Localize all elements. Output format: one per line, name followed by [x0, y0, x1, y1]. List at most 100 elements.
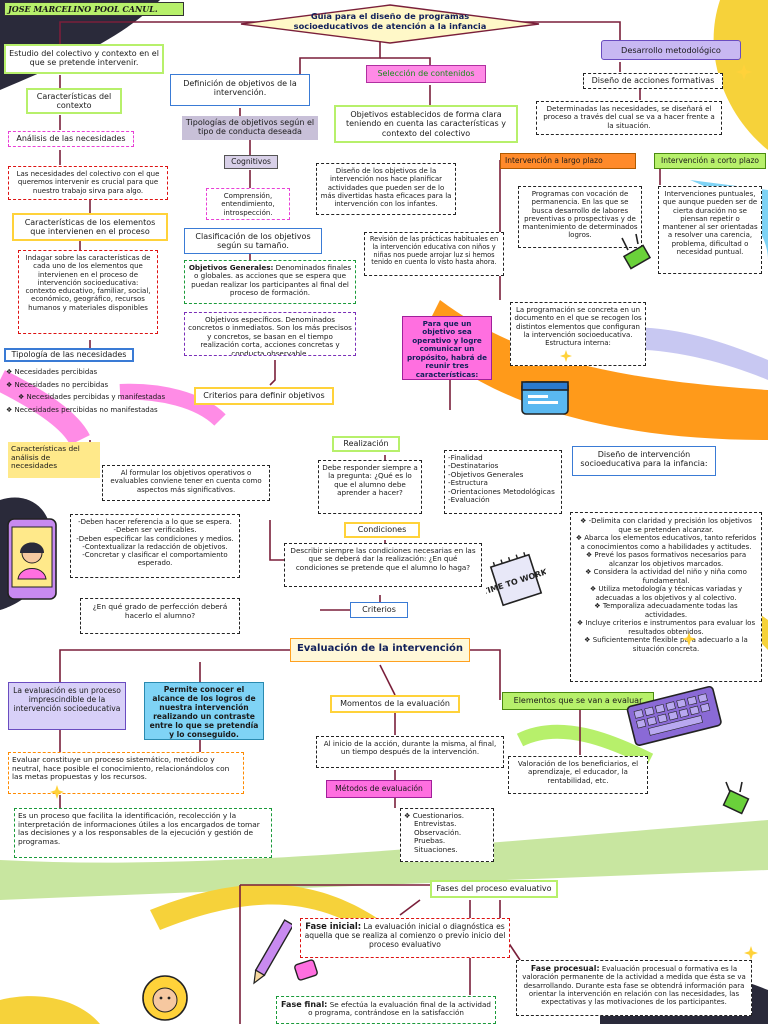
sparkle-icon	[682, 632, 696, 646]
deben-item: -Deben ser verificables.	[113, 526, 197, 535]
diseno-list: ❖ -Delimita con claridad y precisión los…	[570, 512, 762, 682]
diseno-text: Considera la actividad del niño y niña c…	[593, 568, 747, 585]
diseno-item: ❖ Temporaliza adecuadamente todas las ac…	[594, 602, 738, 619]
metodo-item: Observación.	[404, 828, 490, 837]
seleccion-contenidos-box: Selección de contenidos	[366, 65, 486, 83]
title-diamond	[240, 4, 540, 44]
binder-clip-icon	[621, 233, 652, 270]
fase-final-box: Fase final: Se efectúa la evaluación fin…	[276, 996, 496, 1024]
objetivos-generales-box: Objetivos Generales: Denominados finales…	[184, 260, 356, 304]
evaluacion-intervencion-box: Evaluación de la intervención	[290, 638, 470, 662]
determinadas-necesidades-box: Determinadas las necesidades, se diseñar…	[536, 101, 722, 135]
diseno-item: ❖ Incluye criterios e instrumentos para …	[576, 619, 756, 636]
metodo-text: Pruebas.	[414, 836, 446, 846]
person-avatar-icon	[142, 975, 188, 1021]
evaluar-constituye-box: Evaluar constituye un proceso sistemátic…	[8, 752, 244, 794]
pencil-icon	[253, 919, 292, 985]
metodos-list: ❖ Cuestionarios. Entrevistas. Observació…	[400, 808, 494, 862]
necesidad-text: Necesidades percibidas y manifestadas	[26, 393, 166, 402]
permite-conocer-box: Permite conocer el alcance de los logros…	[144, 682, 264, 740]
valoracion-box: Valoración de los beneficiarios, el apre…	[508, 756, 648, 794]
binder-clip-icon	[722, 781, 750, 815]
finalidad-list: -Finalidad -Destinatarios -Objetivos Gen…	[444, 450, 562, 514]
indagar-box: Indagar sobre las características de cad…	[18, 250, 158, 334]
clasificacion-box: Clasificación de los objetivos según su …	[184, 228, 322, 254]
keyboard-icon	[626, 685, 722, 746]
metodo-item: ❖ Cuestionarios.	[404, 811, 465, 820]
metodo-text: Situaciones.	[414, 844, 458, 854]
describir-box: Describir siempre las condiciones necesa…	[284, 543, 482, 587]
diseno-item: ❖ Utiliza metodología y técnicas variada…	[589, 585, 743, 602]
fase-inicial-text: La evaluación inicial o diagnóstica es a…	[304, 922, 506, 949]
diseno-acciones-box: Diseño de acciones formativas	[583, 73, 723, 89]
metodo-item: Entrevistas.	[404, 820, 490, 828]
al-formular-box: Al formular los objetivos operativos o e…	[102, 465, 270, 501]
diseno-text: Suficientemente flexible para adecuarlo …	[592, 636, 748, 653]
deben-item: -Contextualizar la redacción de objetivo…	[82, 542, 228, 551]
metodos-box: Métodos de evaluación	[326, 780, 432, 798]
grado-perfeccion-box: ¿En qué grado de perfección deberá hacer…	[80, 598, 240, 634]
deben-item: -Concretar y clasificar el comportamient…	[82, 551, 228, 568]
fase-inicial-box: Fase inicial: La evaluación inicial o di…	[300, 918, 510, 958]
sparkle-icon	[744, 946, 758, 960]
necesidad-item-1: ❖ Necesidades percibidas	[6, 368, 98, 376]
fase-inicial-label: Fase inicial:	[305, 921, 362, 931]
diseno-intervencion-box: Diseño de intervención socioeducativa pa…	[572, 446, 716, 476]
diseno-text: Incluye criterios e instrumentos para ev…	[585, 619, 756, 636]
necesidad-item-3: ❖ Necesidades percibidas y manifestadas	[18, 393, 166, 402]
necesidad-text: Necesidades no percibidas	[14, 380, 109, 389]
deben-item: -Deben especificar las condiciones y med…	[76, 534, 234, 543]
condiciones-box: Condiciones	[344, 522, 420, 538]
author-label: JOSE MARCELINO POOL CANUL.	[4, 2, 184, 16]
necesidad-text: Necesidades percibidas	[14, 368, 98, 376]
evaluacion-proceso-box: La evaluación es un proceso imprescindib…	[8, 682, 126, 730]
deben-item: -Deben hacer referencia a lo que se espe…	[78, 518, 232, 526]
eraser-icon	[294, 959, 318, 981]
fase-final-text: Se efectúa la evaluación final de la act…	[308, 1000, 491, 1018]
caracteristicas-contexto-box: Características del contexto	[26, 88, 122, 114]
analisis-necesidades-box: Análisis de las necesidades	[8, 131, 134, 147]
finalidad-item: -Orientaciones Metodológicas	[448, 486, 555, 496]
browser-window-icon	[521, 381, 569, 415]
metodo-text: Entrevistas.	[414, 819, 457, 829]
programas-vocacion-box: Programas con vocación de permanencia. E…	[518, 186, 642, 248]
diseno-text: Abarca los elementos educativos, tanto r…	[580, 534, 757, 551]
objetivos-establecidos-box: Objetivos establecidos de forma clara te…	[334, 105, 518, 143]
diseno-item: ❖ -Delimita con claridad y precisión los…	[580, 517, 752, 534]
cognitivos-box: Cognitivos	[224, 155, 278, 169]
sparkle-icon	[560, 350, 572, 362]
momentos-box: Momentos de la evaluación	[330, 695, 460, 713]
es-un-proceso-box: Es un proceso que facilita la identifica…	[14, 808, 272, 858]
comprension-box: Comprensión, entendimiento, introspecció…	[206, 188, 290, 220]
intervenciones-puntuales-box: Intervenciones puntuales, que aunque pue…	[658, 186, 762, 274]
diseno-item: ❖ Prevé los pasos formativos necesarios …	[585, 551, 747, 568]
metodo-item: Situaciones.	[404, 844, 490, 854]
fase-final-label: Fase final:	[281, 1000, 328, 1009]
revision-box: Revisión de las prácticas habituales en …	[364, 232, 504, 276]
desarrollo-metodologico-box: Desarrollo metodológico	[601, 40, 741, 60]
phone-person-icon	[7, 518, 57, 600]
metodo-text: Cuestionarios.	[412, 811, 465, 820]
sparkle-icon	[736, 64, 752, 80]
estudio-box: Estudio del colectivo y contexto en el q…	[4, 44, 164, 74]
notebook-sticker-icon: TIME TO WORK!	[486, 552, 546, 607]
necesidad-text: Necesidades percibidas no manifestadas	[14, 405, 158, 414]
main-title: Guía para el diseño de programas socioed…	[240, 4, 540, 44]
tipologia-necesidades-box: Tipología de las necesidades	[4, 348, 134, 362]
criterios-definir-box: Criterios para definir objetivos	[194, 387, 334, 405]
necesidades-colectivo-box: Las necesidades del colectivo con el que…	[8, 166, 168, 200]
metodo-item: Pruebas.	[404, 837, 490, 845]
criterios-box: Criterios	[350, 602, 408, 618]
definicion-objetivos-box: Definición de objetivos de la intervenci…	[170, 74, 310, 106]
objetivos-especificos-box: Objetivos específicos. Denominados concr…	[184, 312, 356, 356]
diseno-text: Utiliza metodología y técnicas variadas …	[595, 585, 743, 602]
necesidades-list: ❖ Necesidades percibidas ❖ Necesidades n…	[4, 366, 224, 432]
necesidad-item-2: ❖ Necesidades no percibidas	[6, 380, 109, 389]
sparkle-icon	[50, 785, 64, 799]
debe-responder-box: Debe responder siempre a la pregunta: ¿Q…	[318, 460, 422, 514]
caracteristicas-elementos-box: Características de los elementos que int…	[12, 213, 168, 241]
fase-procesual-text: Evaluación procesual o formativa es la v…	[522, 965, 746, 1006]
diseno-text: Prevé los pasos formativos necesarios pa…	[594, 551, 747, 568]
title-text: Guía para el diseño de programas socioed…	[293, 11, 487, 31]
al-inicio-box: Al inicio de la acción, durante la misma…	[316, 736, 504, 768]
